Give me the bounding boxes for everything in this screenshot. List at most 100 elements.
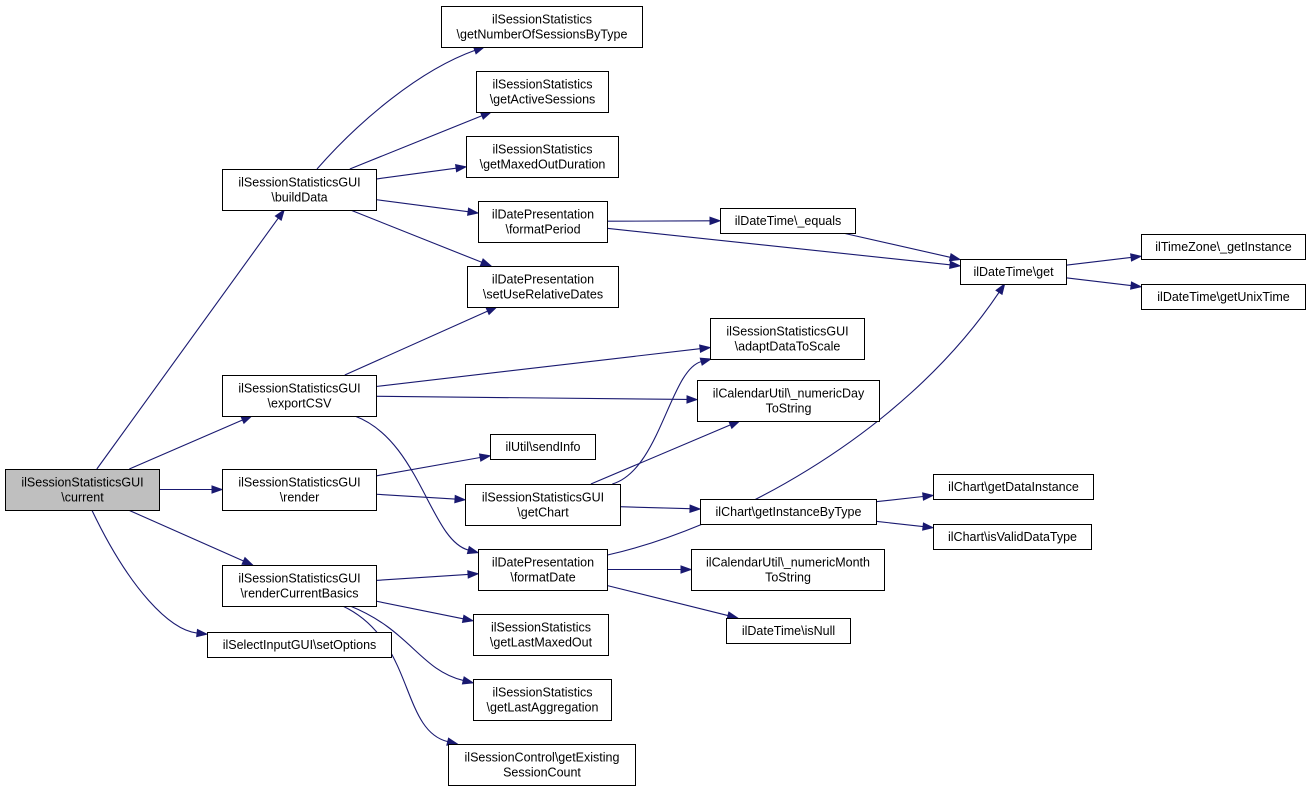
edge-buildData-to-setUseRelativeDates [350, 209, 493, 267]
node-box [490, 434, 596, 460]
node-render[interactable]: ilSessionStatisticsGUI\render [222, 469, 377, 511]
edge-exportCSV-to-numericDayToString [375, 395, 699, 404]
node-label-line: ilSessionStatistics [492, 78, 592, 92]
node-label-line: \renderCurrentBasics [240, 587, 358, 601]
edge-line [375, 456, 481, 477]
node-current[interactable]: ilSessionStatisticsGUI\current [5, 469, 160, 511]
edge-line [842, 232, 951, 258]
edge-line [344, 310, 488, 376]
node-box [448, 744, 636, 786]
node-label-line: \adaptDataToScale [735, 340, 841, 354]
edge-line [91, 509, 198, 634]
arrowhead-icon [466, 545, 480, 555]
node-label-line: \formatDate [510, 571, 575, 585]
edge-line [342, 605, 448, 743]
node-label-line: ilSessionStatistics [492, 686, 592, 700]
node-setUseRelativeDates[interactable]: ilDatePresentation\setUseRelativeDates [467, 266, 619, 308]
edge-line [606, 227, 951, 266]
arrowhead-icon [995, 282, 1006, 296]
edge-renderCurrentBasics-to-getExistingSessionCount [342, 605, 459, 746]
node-equals[interactable]: ilDateTime\_equals [720, 208, 856, 234]
arrowhead-icon [699, 357, 713, 366]
edge-line [375, 395, 688, 401]
node-label-line: ilDatePresentation [492, 208, 594, 222]
node-label-line: \getMaxedOutDuration [480, 158, 606, 172]
node-label-line: ilDatePresentation [492, 273, 594, 287]
node-sendInfo[interactable]: ilUtil\sendInfo [490, 434, 596, 460]
node-setOptions[interactable]: ilSelectInputGUI\setOptions [207, 632, 392, 658]
node-formatDate[interactable]: ilDatePresentation\formatDate [478, 549, 608, 591]
node-box [691, 549, 885, 591]
edge-renderCurrentBasics-to-getLastMaxedOut [375, 600, 475, 623]
edge-line [349, 115, 483, 170]
arrowhead-icon [680, 565, 693, 574]
node-label-line: ilSessionStatisticsGUI [238, 476, 360, 490]
node-label-line: ilSessionStatistics [492, 143, 592, 157]
node-label-line: ilChart\getDataInstance [948, 480, 1079, 494]
edge-line [354, 415, 469, 551]
edge-line [316, 49, 476, 170]
arrowhead-icon [479, 258, 493, 267]
node-getInstance[interactable]: ilTimeZone\_getInstance [1141, 234, 1306, 260]
node-getLastAggregation[interactable]: ilSessionStatistics\getLastAggregation [473, 679, 612, 721]
edge-line [1065, 256, 1132, 266]
node-formatPeriod[interactable]: ilDatePresentation\formatPeriod [478, 201, 608, 243]
arrowhead-icon [949, 260, 962, 270]
edge-equals-to-get [842, 232, 962, 262]
node-get[interactable]: ilDateTime\get [960, 259, 1067, 285]
arrowhead-icon [211, 485, 224, 494]
node-box [478, 549, 608, 591]
node-label-line: ilSessionControl\getExisting [465, 751, 620, 765]
node-label-line: ilDatePresentation [492, 556, 594, 570]
edge-renderCurrentBasics-to-formatDate [375, 570, 480, 581]
arrowhead-icon [196, 628, 209, 638]
node-isNull[interactable]: ilDateTime\isNull [726, 618, 851, 644]
edge-formatPeriod-to-get [606, 227, 962, 270]
node-label-line: ilDateTime\getUnixTime [1157, 290, 1289, 304]
edge-line [375, 167, 457, 180]
node-label-line: \buildData [271, 191, 327, 205]
node-box [222, 469, 377, 511]
edge-exportCSV-to-formatDate [354, 415, 480, 555]
node-adaptDataToScale[interactable]: ilSessionStatisticsGUI\adaptDataToScale [710, 318, 865, 360]
node-getDataInstance[interactable]: ilChart\getDataInstance [933, 474, 1094, 500]
edge-exportCSV-to-setUseRelativeDates [344, 306, 499, 376]
edge-buildData-to-getMaxedOutDuration [375, 163, 468, 180]
node-box [467, 266, 619, 308]
edge-current-to-render [159, 485, 224, 494]
node-getUnixTime[interactable]: ilDateTime\getUnixTime [1141, 284, 1306, 310]
node-getChart[interactable]: ilSessionStatisticsGUI\getChart [465, 484, 621, 526]
node-getActiveSessions[interactable]: ilSessionStatistics\getActiveSessions [476, 71, 609, 113]
node-label-line: \getChart [517, 506, 569, 520]
node-getNumberOfSessionsByType[interactable]: ilSessionStatistics\getNumberOfSessionsB… [441, 6, 643, 48]
node-exportCSV[interactable]: ilSessionStatisticsGUI\exportCSV [222, 375, 377, 417]
arrowhead-icon [699, 344, 712, 353]
edge-current-to-exportCSV [129, 415, 254, 470]
node-label-line: \getActiveSessions [490, 93, 596, 107]
edge-get-to-getUnixTime [1065, 277, 1143, 290]
edge-getInstanceByType-to-getDataInstance [875, 492, 935, 503]
arrowhead-icon [478, 453, 492, 462]
node-label-line: ilCalendarUtil\_numericDay [713, 387, 865, 401]
edge-line [128, 509, 244, 562]
node-getLastMaxedOut[interactable]: ilSessionStatistics\getLastMaxedOut [473, 614, 609, 656]
edge-line [349, 605, 464, 681]
node-isValidDataType[interactable]: ilChart\isValidDataType [933, 524, 1092, 550]
edges-layer [91, 46, 1143, 746]
arrowhead-icon [241, 556, 255, 566]
nodes-layer: ilSessionStatisticsGUI\current ilSessionS… [5, 6, 1306, 786]
node-getInstanceByType[interactable]: ilChart\getInstanceByType [700, 499, 877, 525]
edge-line [96, 217, 279, 470]
node-renderCurrentBasics[interactable]: ilSessionStatisticsGUI\renderCurrentBasi… [222, 565, 377, 607]
node-buildData[interactable]: ilSessionStatisticsGUI\buildData [222, 169, 377, 211]
node-getMaxedOutDuration[interactable]: ilSessionStatistics\getMaxedOutDuration [466, 136, 619, 178]
node-box [222, 375, 377, 417]
edge-formatDate-to-isNull [606, 584, 740, 620]
edge-line [590, 424, 731, 485]
node-box [960, 259, 1067, 285]
node-label-line: \getNumberOfSessionsByType [457, 28, 628, 42]
